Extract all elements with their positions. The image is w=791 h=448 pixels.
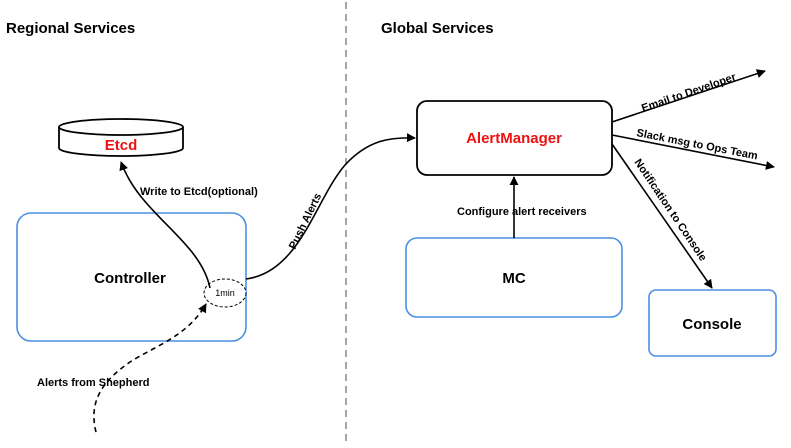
configure-receivers-label: Configure alert receivers — [457, 206, 587, 218]
etcd-cylinder-top — [58, 118, 184, 136]
email-developer-arrow — [611, 69, 766, 123]
mc-node: MC — [405, 237, 623, 318]
regional-services-title: Regional Services — [6, 20, 135, 37]
controller-box — [16, 212, 247, 342]
slack-ops-label: Slack msg to Ops Team — [635, 127, 759, 162]
controller-label: Controller — [94, 270, 166, 287]
timer-label: 1min — [215, 288, 235, 298]
alertmanager-node: AlertManager — [416, 100, 613, 176]
etcd-node: Etcd — [58, 118, 184, 157]
timer-circle — [203, 278, 247, 308]
notify-console-label: Notification to Console — [632, 157, 709, 264]
write-etcd-arrow — [119, 161, 211, 289]
console-label: Console — [682, 316, 741, 333]
mc-label: MC — [502, 270, 525, 287]
timer-node: 1min — [203, 278, 247, 308]
push-alerts-label: Push Alerts — [287, 191, 324, 251]
alertmanager-box — [416, 100, 613, 176]
shepherd-alerts-arrow — [93, 303, 207, 433]
email-developer-label: Email to Developer — [640, 71, 738, 115]
shepherd-alerts-label: Alerts from Shepherd — [37, 377, 149, 389]
console-box — [648, 289, 777, 357]
etcd-label: Etcd — [105, 137, 138, 154]
notify-console-arrow — [611, 143, 713, 289]
global-services-title: Global Services — [381, 20, 494, 37]
slack-ops-arrow — [611, 134, 775, 170]
alertmanager-label: AlertManager — [466, 130, 562, 147]
controller-node: Controller — [16, 212, 247, 342]
write-etcd-label: Write to Etcd(optional) — [140, 186, 258, 198]
console-node: Console — [648, 289, 777, 357]
push-alerts-arrow — [245, 133, 416, 280]
